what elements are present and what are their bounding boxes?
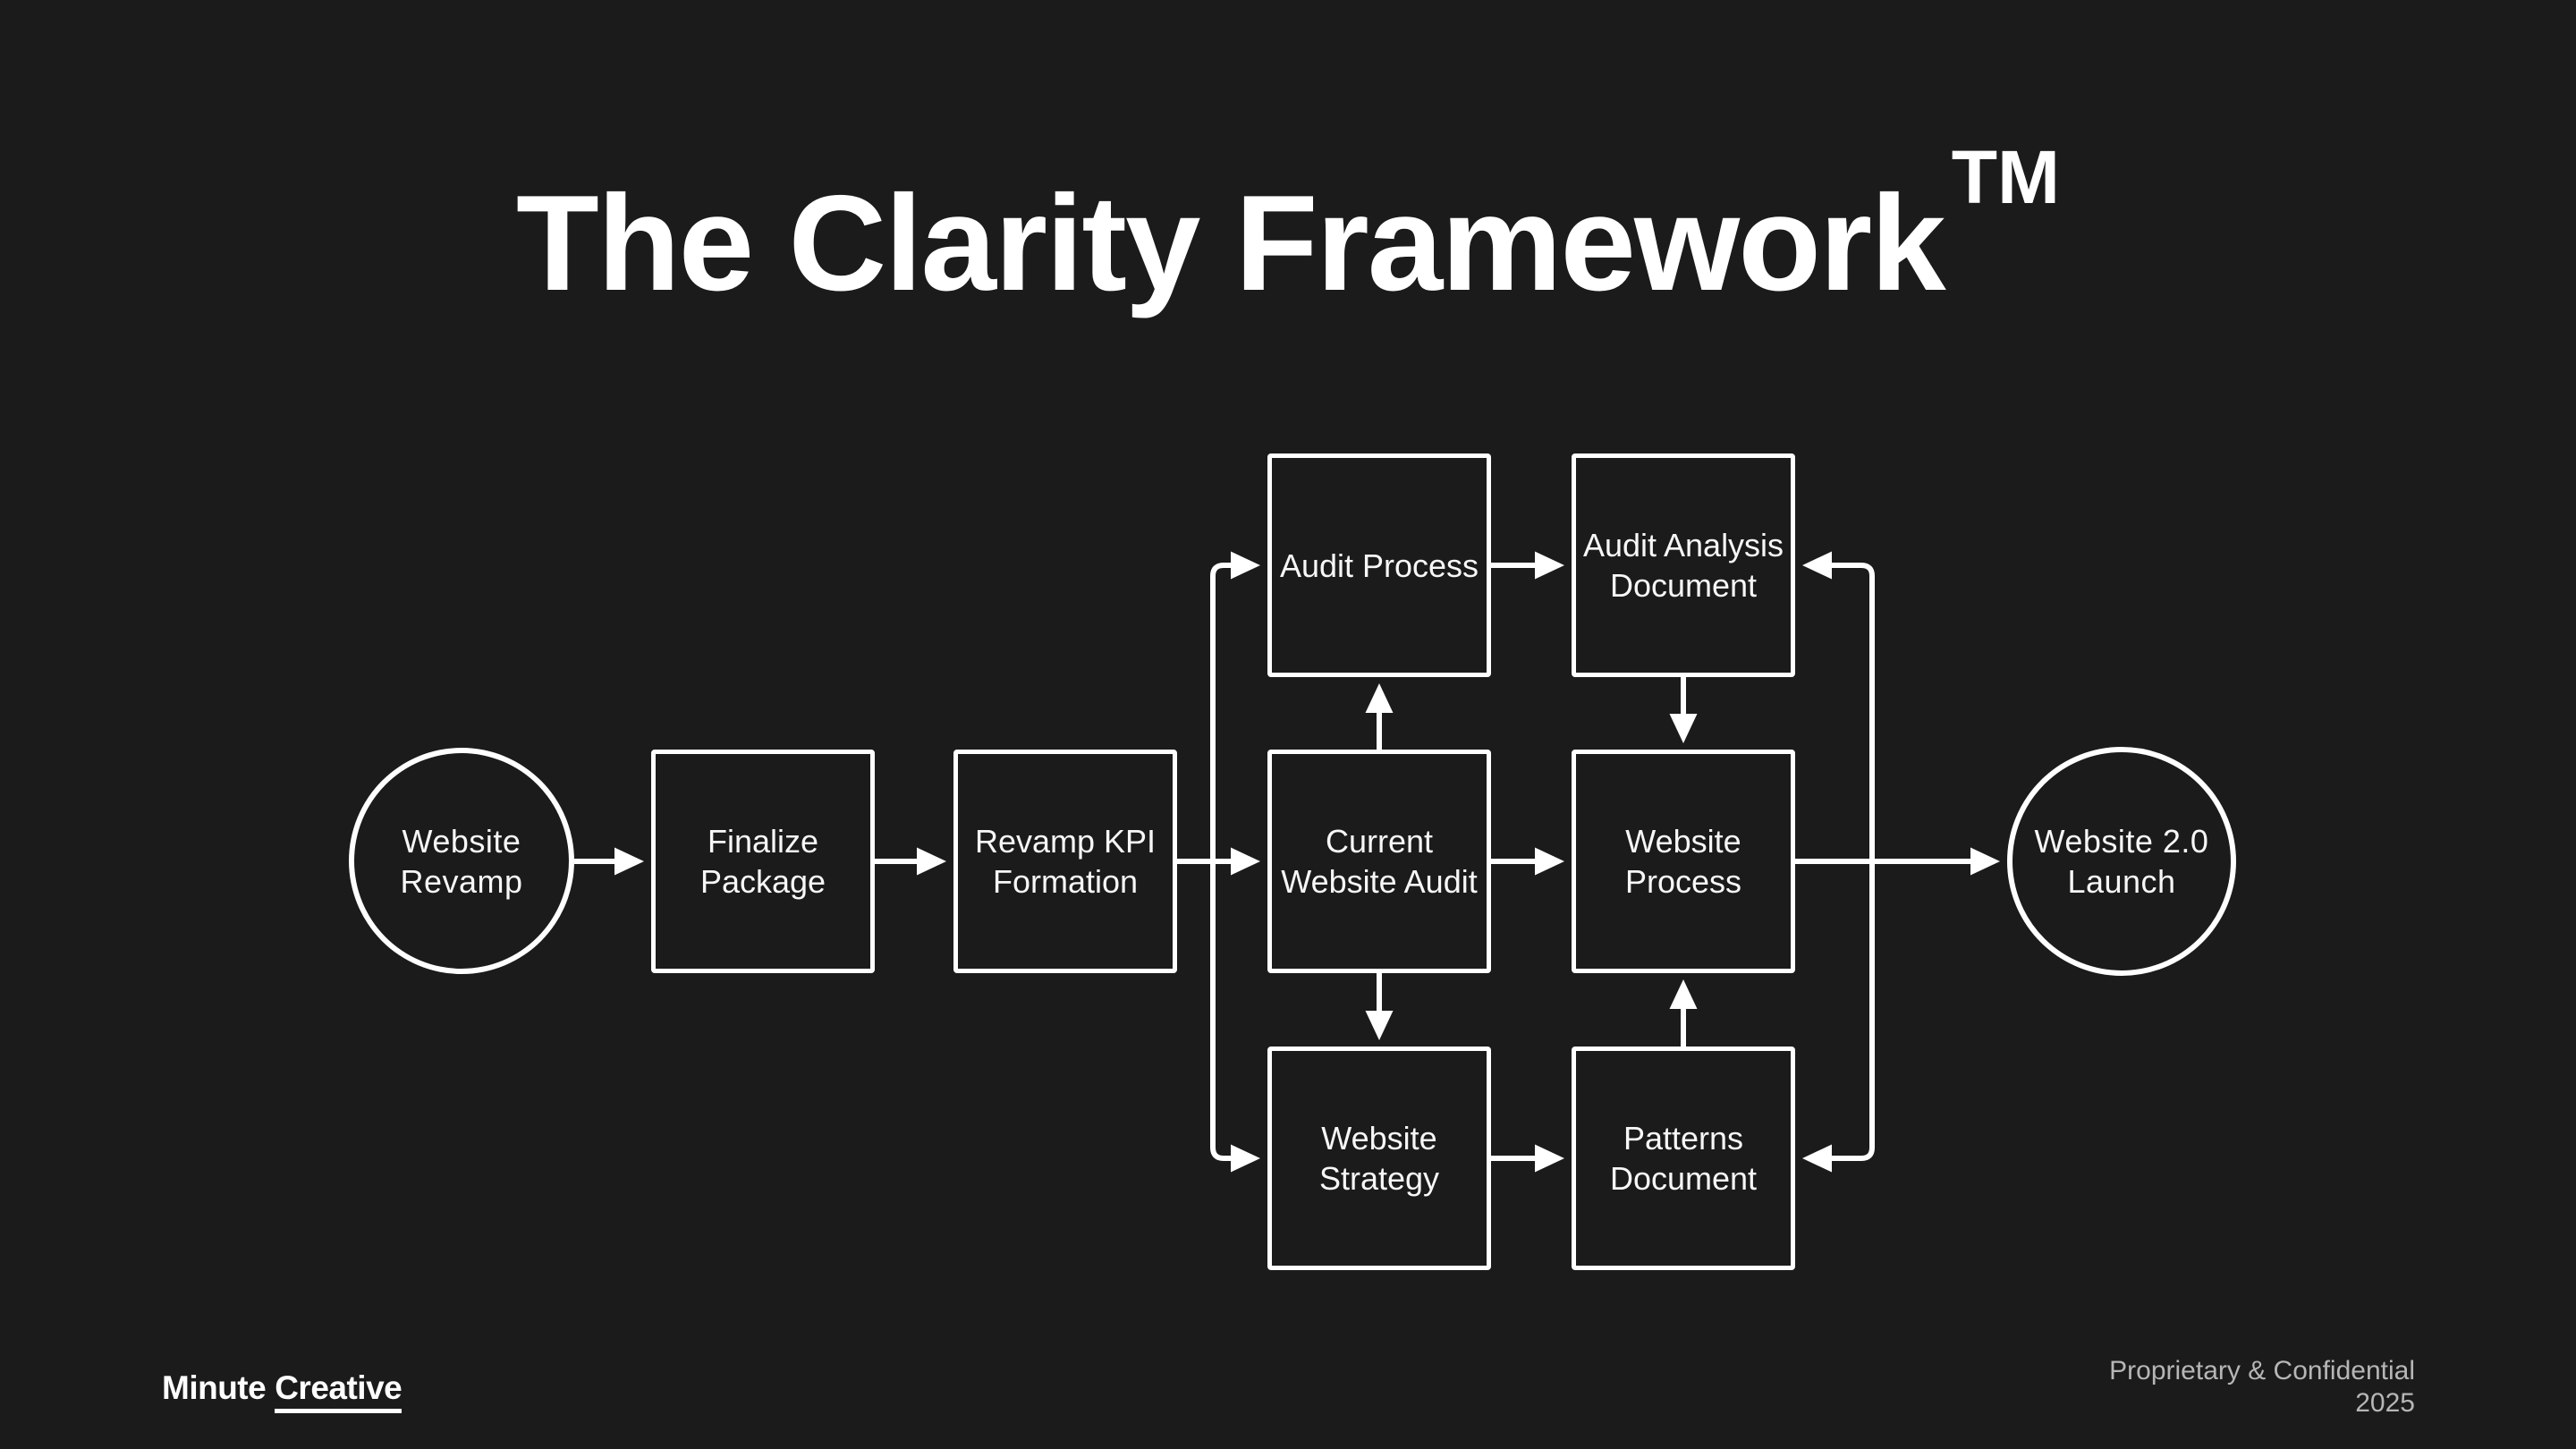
arrowhead-into-website-process <box>1535 847 1564 876</box>
connector-kpi-branch <box>1210 563 1233 1161</box>
node-label: Patterns Document <box>1609 1120 1758 1197</box>
node-label: Website Revamp <box>400 822 523 900</box>
arrowhead-into-finalize <box>614 847 644 876</box>
title-row: The Clarity Framework TM <box>0 140 2576 319</box>
arrowhead-down-into-website-strategy <box>1365 1011 1394 1040</box>
node-audit-process: Audit Process <box>1267 453 1491 677</box>
arrowhead-into-audit-process <box>1231 551 1260 580</box>
node-finalize-package: Finalize Package <box>651 750 875 973</box>
arrowhead-into-audit-analysis <box>1535 551 1564 580</box>
node-label: Website Strategy <box>1318 1120 1440 1197</box>
page-title: The Clarity Framework <box>515 167 1946 319</box>
node-label: Website Process <box>1624 823 1742 900</box>
node-revamp-kpi-formation: Revamp KPI Formation <box>953 750 1177 973</box>
arrowhead-into-kpi <box>917 847 946 876</box>
node-current-website-audit: Current Website Audit <box>1267 750 1491 973</box>
confidential-note: Proprietary & Confidential 2025 <box>2109 1355 2415 1419</box>
node-audit-analysis-document: Audit Analysis Document <box>1572 453 1795 677</box>
node-website-process: Website Process <box>1572 750 1795 973</box>
arrowhead-down-into-website-process <box>1669 714 1698 743</box>
arrowhead-into-patterns <box>1535 1144 1564 1173</box>
node-website-strategy: Website Strategy <box>1267 1046 1491 1270</box>
confidential-line: Proprietary & Confidential <box>2109 1356 2415 1385</box>
confidential-year: 2025 <box>2355 1388 2415 1418</box>
arrowhead-into-current-audit <box>1231 847 1260 876</box>
node-label: Revamp KPI Formation <box>974 823 1157 900</box>
brand-word-creative: Creative <box>275 1369 402 1413</box>
node-label: Audit Process <box>1279 547 1479 584</box>
node-label: Finalize Package <box>699 823 826 900</box>
arrowhead-feedback-into-audit-analysis <box>1802 551 1832 580</box>
node-label: Audit Analysis Document <box>1582 527 1784 604</box>
node-label: Website 2.0 Launch <box>2034 823 2209 900</box>
arrowhead-feedback-into-patterns <box>1802 1144 1832 1173</box>
arrowhead-into-website-strategy <box>1231 1144 1260 1173</box>
arrowhead-up-into-audit-process <box>1365 683 1394 713</box>
node-website-2-0-launch: Website 2.0 Launch <box>2007 747 2236 976</box>
trademark-superscript: TM <box>1951 135 2061 219</box>
node-label: Current Website Audit <box>1281 823 1478 900</box>
node-website-revamp: Website Revamp <box>349 748 574 974</box>
arrowhead-into-launch <box>1970 847 2000 876</box>
node-patterns-document: Patterns Document <box>1572 1046 1795 1270</box>
arrowhead-up-into-website-process <box>1669 979 1698 1009</box>
connector-feedback-branch <box>1830 563 1875 1161</box>
brand-word-minute: Minute <box>162 1369 267 1406</box>
